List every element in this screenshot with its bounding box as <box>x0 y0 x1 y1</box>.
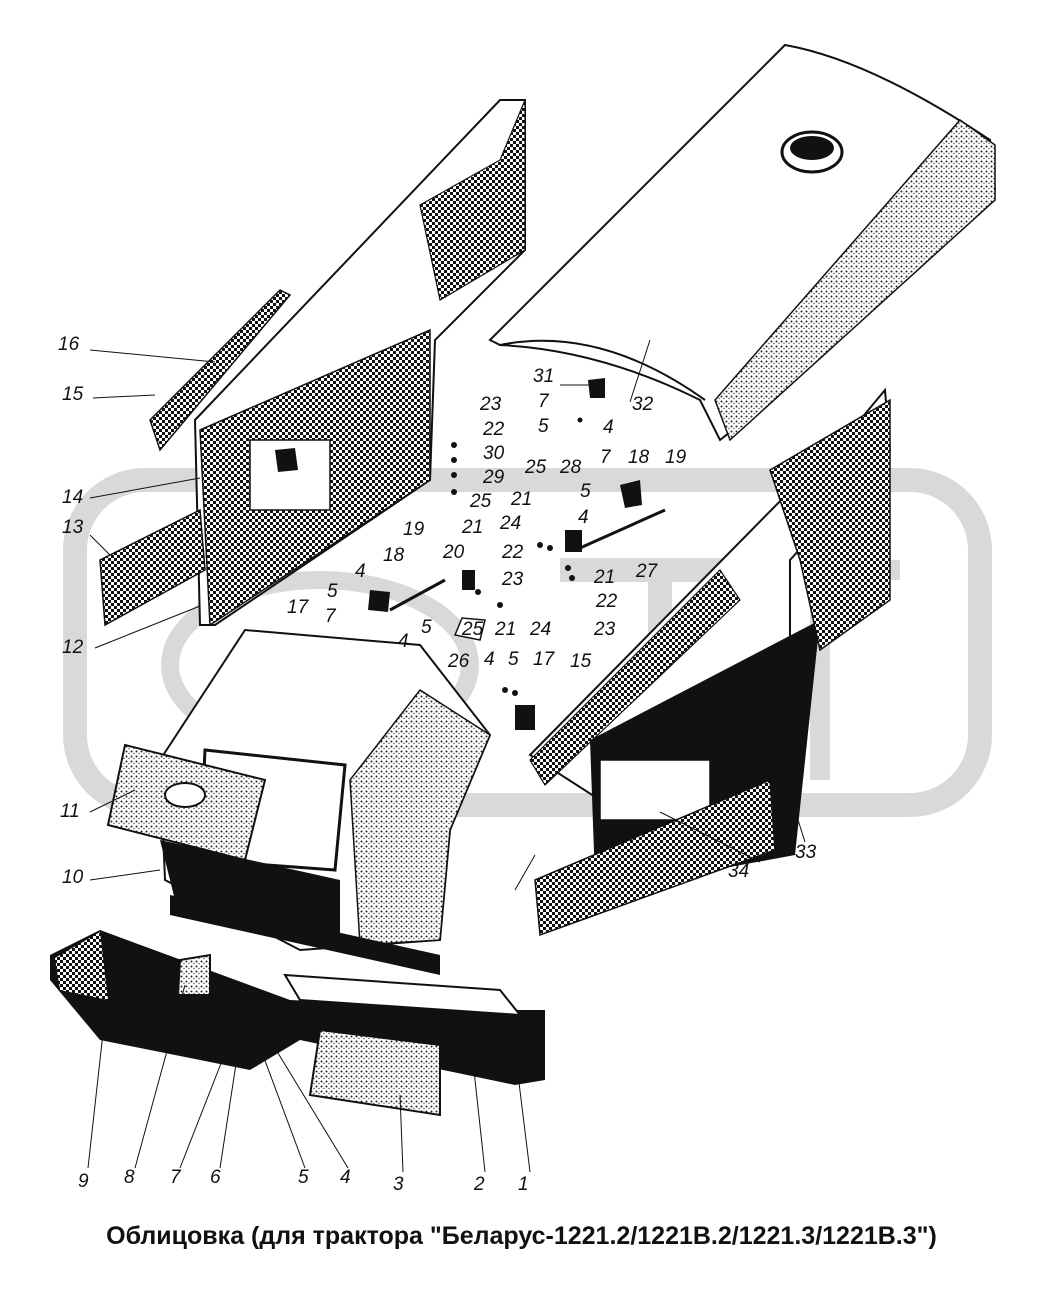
right-side-panel <box>528 387 892 937</box>
callout-21: 21 <box>594 567 616 588</box>
callout-5: 5 <box>538 416 549 437</box>
callout-1: 1 <box>518 1174 529 1195</box>
leader-lines <box>87 339 806 1173</box>
callout-17: 17 <box>533 649 555 670</box>
callout-21: 21 <box>495 619 517 640</box>
bumper-part <box>50 930 545 1085</box>
callout-24: 24 <box>500 513 522 534</box>
lamp-part <box>308 1028 441 1117</box>
callout-17: 17 <box>287 597 309 618</box>
callout-33: 33 <box>795 842 817 863</box>
callout-26: 26 <box>448 651 470 672</box>
lower-grille-part <box>99 508 206 627</box>
callout-27: 27 <box>636 561 658 582</box>
callout-2: 2 <box>474 1174 485 1195</box>
hardware-parts <box>239 378 642 1028</box>
callout-5: 5 <box>580 481 591 502</box>
callout-22: 22 <box>483 419 505 440</box>
callout-23: 23 <box>480 394 502 415</box>
diagram-caption: Облицовка (для трактора "Беларус-1221.2/… <box>106 1222 937 1250</box>
diagram-drawing <box>50 43 997 1173</box>
callout-15: 15 <box>62 384 84 405</box>
callout-4: 4 <box>484 649 495 670</box>
callout-31: 31 <box>533 366 555 387</box>
callout-19: 19 <box>665 447 687 468</box>
callout-21: 21 <box>511 489 533 510</box>
callout-24: 24 <box>530 619 552 640</box>
callout-8: 8 <box>124 1167 135 1188</box>
latch-rod-part <box>389 508 666 612</box>
callout-20: 20 <box>443 542 465 563</box>
callout-29: 29 <box>483 467 505 488</box>
callout-4: 4 <box>398 631 409 652</box>
callout-14: 14 <box>62 487 84 508</box>
callout-13: 13 <box>62 517 84 538</box>
callout-22: 22 <box>596 591 618 612</box>
bracket-part <box>176 953 211 996</box>
callout-22: 22 <box>502 542 524 563</box>
callout-25: 25 <box>470 491 492 512</box>
callout-5: 5 <box>508 649 519 670</box>
callout-9: 9 <box>78 1171 89 1192</box>
callout-32: 32 <box>632 394 654 415</box>
callout-4: 4 <box>355 561 366 582</box>
callout-4: 4 <box>340 1167 351 1188</box>
front-grille-part <box>106 743 267 862</box>
callout-15: 15 <box>570 651 592 672</box>
callout-7: 7 <box>538 391 549 412</box>
callout-25: 25 <box>462 619 484 640</box>
callout-5: 5 <box>298 1167 309 1188</box>
callout-30: 30 <box>483 443 505 464</box>
callout-16: 16 <box>58 334 80 355</box>
callout-28: 28 <box>560 457 582 478</box>
callout-10: 10 <box>62 867 84 888</box>
callout-19: 19 <box>403 519 425 540</box>
pad-part <box>453 617 486 641</box>
callout-23: 23 <box>594 619 616 640</box>
callout-6: 6 <box>210 1167 221 1188</box>
callout-7: 7 <box>170 1167 181 1188</box>
callout-21: 21 <box>462 517 484 538</box>
left-side-panel <box>193 99 526 627</box>
callout-34: 34 <box>728 861 750 882</box>
trim-strip-part <box>149 289 292 452</box>
callout-25: 25 <box>525 457 547 478</box>
hood-top-part <box>488 43 997 442</box>
callout-23: 23 <box>502 569 524 590</box>
callout-5: 5 <box>421 617 432 638</box>
callout-18: 18 <box>628 447 650 468</box>
callout-7: 7 <box>325 606 336 627</box>
callout-5: 5 <box>327 581 338 602</box>
callout-12: 12 <box>62 637 84 658</box>
callout-3: 3 <box>393 1174 404 1195</box>
callout-7: 7 <box>600 447 611 468</box>
callout-4: 4 <box>603 417 614 438</box>
callout-11: 11 <box>60 801 80 822</box>
callout-4: 4 <box>578 507 589 528</box>
callout-18: 18 <box>383 545 405 566</box>
